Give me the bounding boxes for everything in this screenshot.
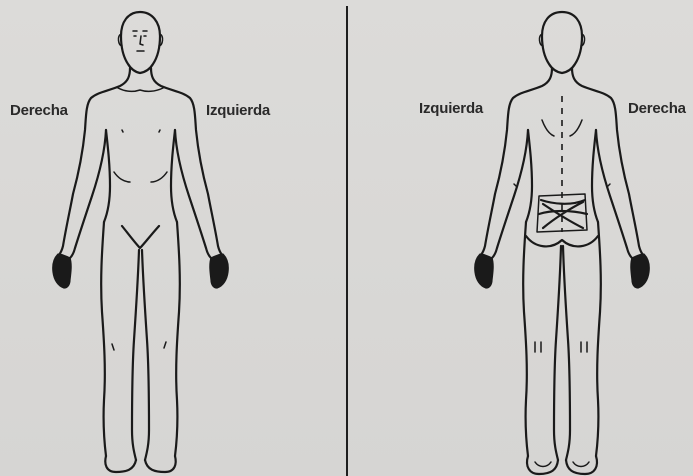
back-heel-left [535,462,551,467]
front-body-figure [0,0,346,476]
back-inner-arm-right [596,130,632,258]
back-view-panel: Izquierda Derecha [349,0,693,476]
front-leg-inner-left [142,250,149,460]
front-collarbone [118,88,163,91]
front-abdomen-left [151,172,167,182]
front-leg-outer-right [101,222,106,456]
back-heel-right [573,462,589,467]
front-body-outline-left [151,68,223,256]
back-knee-marks-right [581,342,587,352]
panel-divider [346,6,348,476]
back-head [542,12,582,73]
back-body-outline-left [480,68,552,256]
front-knee-left [164,342,166,348]
front-inner-arm-left [175,130,211,258]
front-leg-outer-left [175,222,180,456]
front-hand-left [210,254,228,288]
back-leg-outer-right [596,222,601,456]
front-chest-marks [122,130,160,132]
front-leg-inner-right [132,250,139,460]
back-hand-right [631,254,649,288]
back-knee-marks-left [535,342,541,352]
back-shoulder-blade-right [570,120,582,136]
front-view-panel: Derecha Izquierda [0,0,346,476]
front-abdomen-right [114,172,130,182]
front-hand-right [53,254,71,288]
back-foot-left [527,456,558,474]
front-eyes [133,31,147,36]
back-hand-left [475,254,493,288]
front-body-outline-right [58,68,130,256]
back-inner-arm-left [492,130,528,258]
back-body-figure [349,0,693,476]
front-nose [140,36,143,45]
front-foot-right [105,456,136,472]
front-knee-right [112,344,114,350]
front-foot-left [145,456,176,472]
front-groin [122,226,159,248]
back-leg-outer-left [523,222,528,456]
back-lumbar-cross [539,200,587,228]
back-leg-inner-left [554,246,561,460]
back-leg-inner-right [563,246,570,460]
back-foot-right [566,456,597,474]
back-buttocks [526,236,598,246]
front-inner-arm-right [70,130,106,258]
back-shoulder-blade-left [542,120,554,136]
